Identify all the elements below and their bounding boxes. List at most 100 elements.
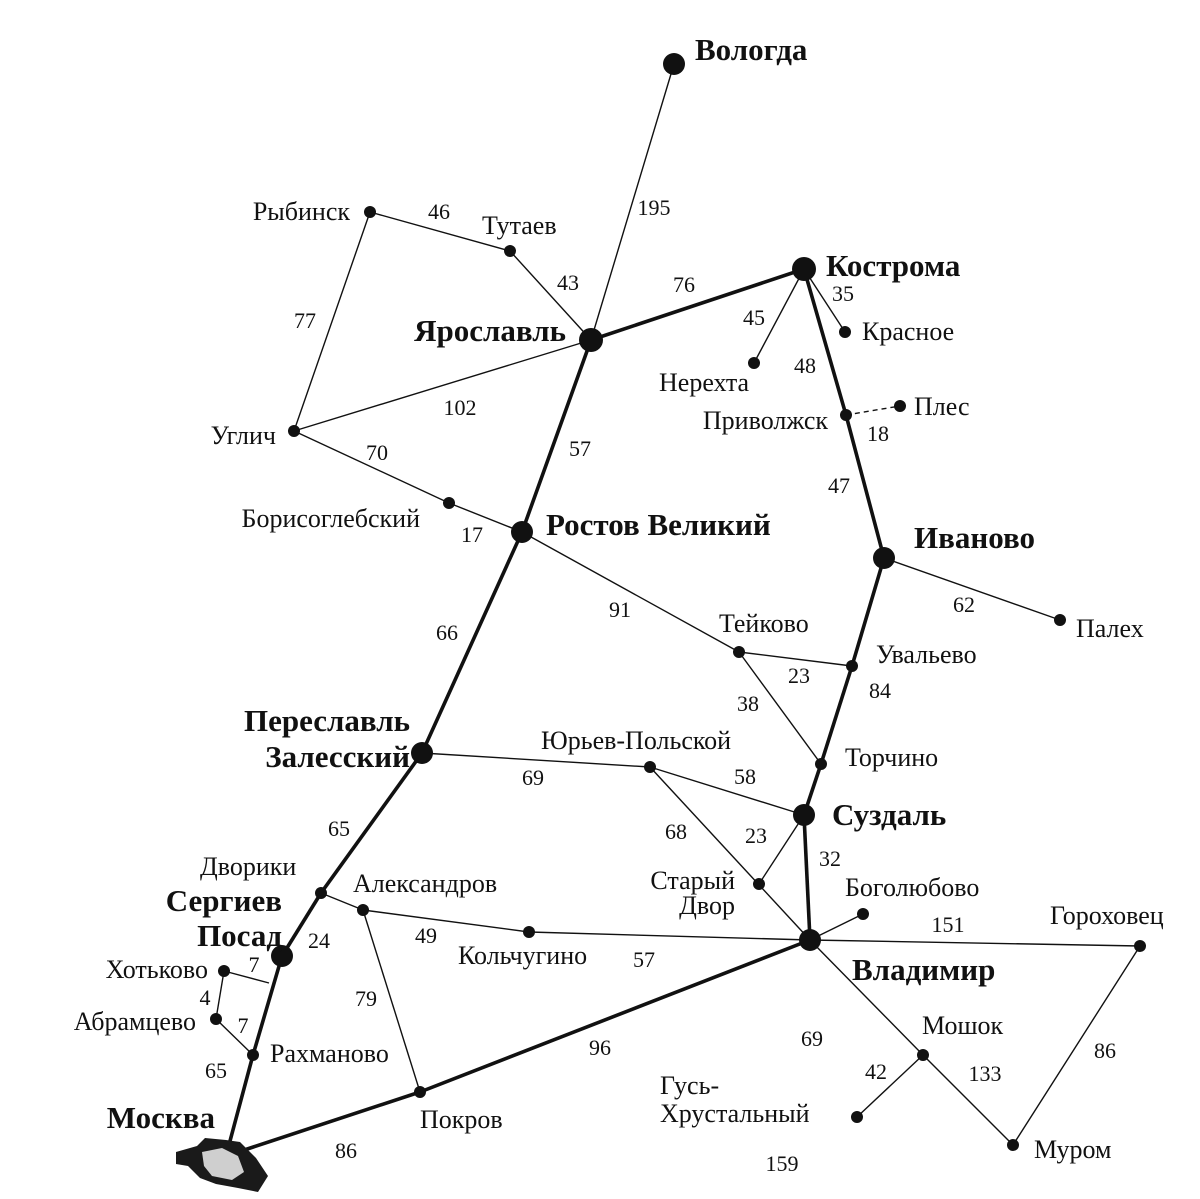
city-label-teikovo: Тейково: [719, 609, 809, 638]
city-node-rostov[interactable]: [511, 521, 533, 543]
road-aleksandrov-pokrov: [362, 909, 421, 1093]
road-pereslavl-dvoriki: [319, 751, 424, 895]
city-name: Абрамцево: [74, 1007, 196, 1036]
city-node-tutaev[interactable]: [504, 245, 516, 257]
city-node-pokrov[interactable]: [414, 1086, 426, 1098]
city-node-uvalevo[interactable]: [846, 660, 858, 672]
city-name: Увальево: [876, 640, 977, 669]
distance-label: 70: [366, 440, 388, 465]
distance-label: 151: [932, 912, 965, 937]
distance-label: 45: [743, 305, 765, 330]
city-node-krasnoe[interactable]: [839, 326, 851, 338]
distance-label: 66: [436, 620, 458, 645]
city-node-privolzhsk[interactable]: [840, 409, 852, 421]
city-node-rakhmanovo[interactable]: [247, 1049, 259, 1061]
distance-label: 68: [665, 819, 687, 844]
distance-label: 32: [819, 846, 841, 871]
city-node-murom[interactable]: [1007, 1139, 1019, 1151]
city-node-vologda[interactable]: [663, 53, 685, 75]
city-node-torchino[interactable]: [815, 758, 827, 770]
city-node-sergiev[interactable]: [271, 945, 293, 967]
city-name: Кострома: [826, 248, 961, 283]
city-label-mushok: Мошок: [922, 1011, 1003, 1040]
distance-label: 133: [969, 1061, 1002, 1086]
city-node-uglich[interactable]: [288, 425, 300, 437]
city-label-kolchugino: Кольчугино: [458, 941, 587, 970]
city-node-kostroma[interactable]: [792, 257, 816, 281]
city-node-yaroslavl[interactable]: [579, 328, 603, 352]
road-kostroma-nerekhta: [753, 268, 805, 364]
distance-label: 84: [869, 678, 891, 703]
city-name: Палех: [1076, 614, 1144, 643]
road-suzdal-stary: [758, 814, 805, 885]
city-label-borisogleb: Борисоглебский: [242, 504, 421, 533]
city-node-stary[interactable]: [753, 878, 765, 890]
city-node-palekh[interactable]: [1054, 614, 1066, 626]
distance-label: 159: [766, 1151, 799, 1176]
city-node-ples[interactable]: [894, 400, 906, 412]
city-node-gus[interactable]: [851, 1111, 863, 1123]
city-node-bogolyubovo[interactable]: [857, 908, 869, 920]
city-name: Покров: [420, 1105, 503, 1134]
distance-label: 91: [609, 597, 631, 622]
road-gorokhovets-murom: [1012, 945, 1141, 1146]
city-name: Ростов Великий: [546, 507, 771, 542]
city-node-ivanovo[interactable]: [873, 547, 895, 569]
distance-label: 7: [238, 1013, 249, 1038]
distance-label: 17: [461, 522, 483, 547]
city-label-dvoriki: Дворики: [200, 852, 296, 881]
city-node-suzdal[interactable]: [793, 804, 815, 826]
city-label-tutaev: Тутаев: [482, 211, 557, 240]
city-name: Хотьково: [106, 955, 208, 984]
city-node-abramtsevo[interactable]: [210, 1013, 222, 1025]
city-label-krasnoe: Красное: [862, 317, 954, 346]
road-dvoriki-aleksandrov: [320, 892, 364, 911]
city-node-nerekhta[interactable]: [748, 357, 760, 369]
city-name: Старый: [650, 866, 735, 895]
city-node-aleksandrov[interactable]: [357, 904, 369, 916]
city-node-rybinsk[interactable]: [364, 206, 376, 218]
city-node-borisogleb[interactable]: [443, 497, 455, 509]
distance-label: 79: [355, 986, 377, 1011]
city-name: Вологда: [695, 32, 808, 67]
city-node-teikovo[interactable]: [733, 646, 745, 658]
city-node-khotkovo[interactable]: [218, 965, 230, 977]
distance-label: 62: [953, 592, 975, 617]
distance-label: 96: [589, 1035, 611, 1060]
city-name: Рыбинск: [253, 197, 351, 226]
city-node-dvoriki[interactable]: [315, 887, 327, 899]
distance-label: 48: [794, 353, 816, 378]
city-node-gorokhovets[interactable]: [1134, 940, 1146, 952]
city-name: Нерехта: [659, 368, 750, 397]
city-name-line2: Хрустальный: [660, 1099, 810, 1128]
city-name-line2: Посад: [197, 918, 282, 953]
city-name: Тейково: [719, 609, 809, 638]
city-name: Сергиев: [166, 883, 282, 918]
city-node-pereslavl[interactable]: [411, 742, 433, 764]
road-abramtsevo-rakhmanovo: [215, 1018, 254, 1056]
road-uglich-borisogleb: [293, 430, 450, 504]
city-label-rakhmanovo: Рахманово: [270, 1039, 389, 1068]
distance-label: 77: [294, 308, 316, 333]
road-tutaev-yaroslavl: [509, 250, 592, 341]
city-label-suzdal: Суздаль: [832, 797, 946, 832]
city-label-rostov: Ростов Великий: [546, 507, 771, 542]
city-label-nerekhta: Нерехта: [659, 368, 750, 397]
city-node-vladimir[interactable]: [799, 929, 821, 951]
city-node-mushok[interactable]: [917, 1049, 929, 1061]
city-node-yuryev[interactable]: [644, 761, 656, 773]
road-khotkovo-abramtsevo: [215, 970, 225, 1020]
city-label-ples: Плес: [914, 392, 969, 421]
road-khotkovo-kh_junction: [223, 970, 270, 984]
city-node-kolchugino[interactable]: [523, 926, 535, 938]
road-yaroslavl-vologda: [590, 63, 675, 341]
city-name: Гусь-: [660, 1071, 719, 1100]
road-yuryev-vladimir: [649, 766, 811, 941]
distance-label: 76: [673, 272, 695, 297]
road-privolzhsk-ples: [845, 405, 901, 416]
city-name-line2: Залесский: [265, 739, 410, 774]
city-name: Тутаев: [482, 211, 557, 240]
